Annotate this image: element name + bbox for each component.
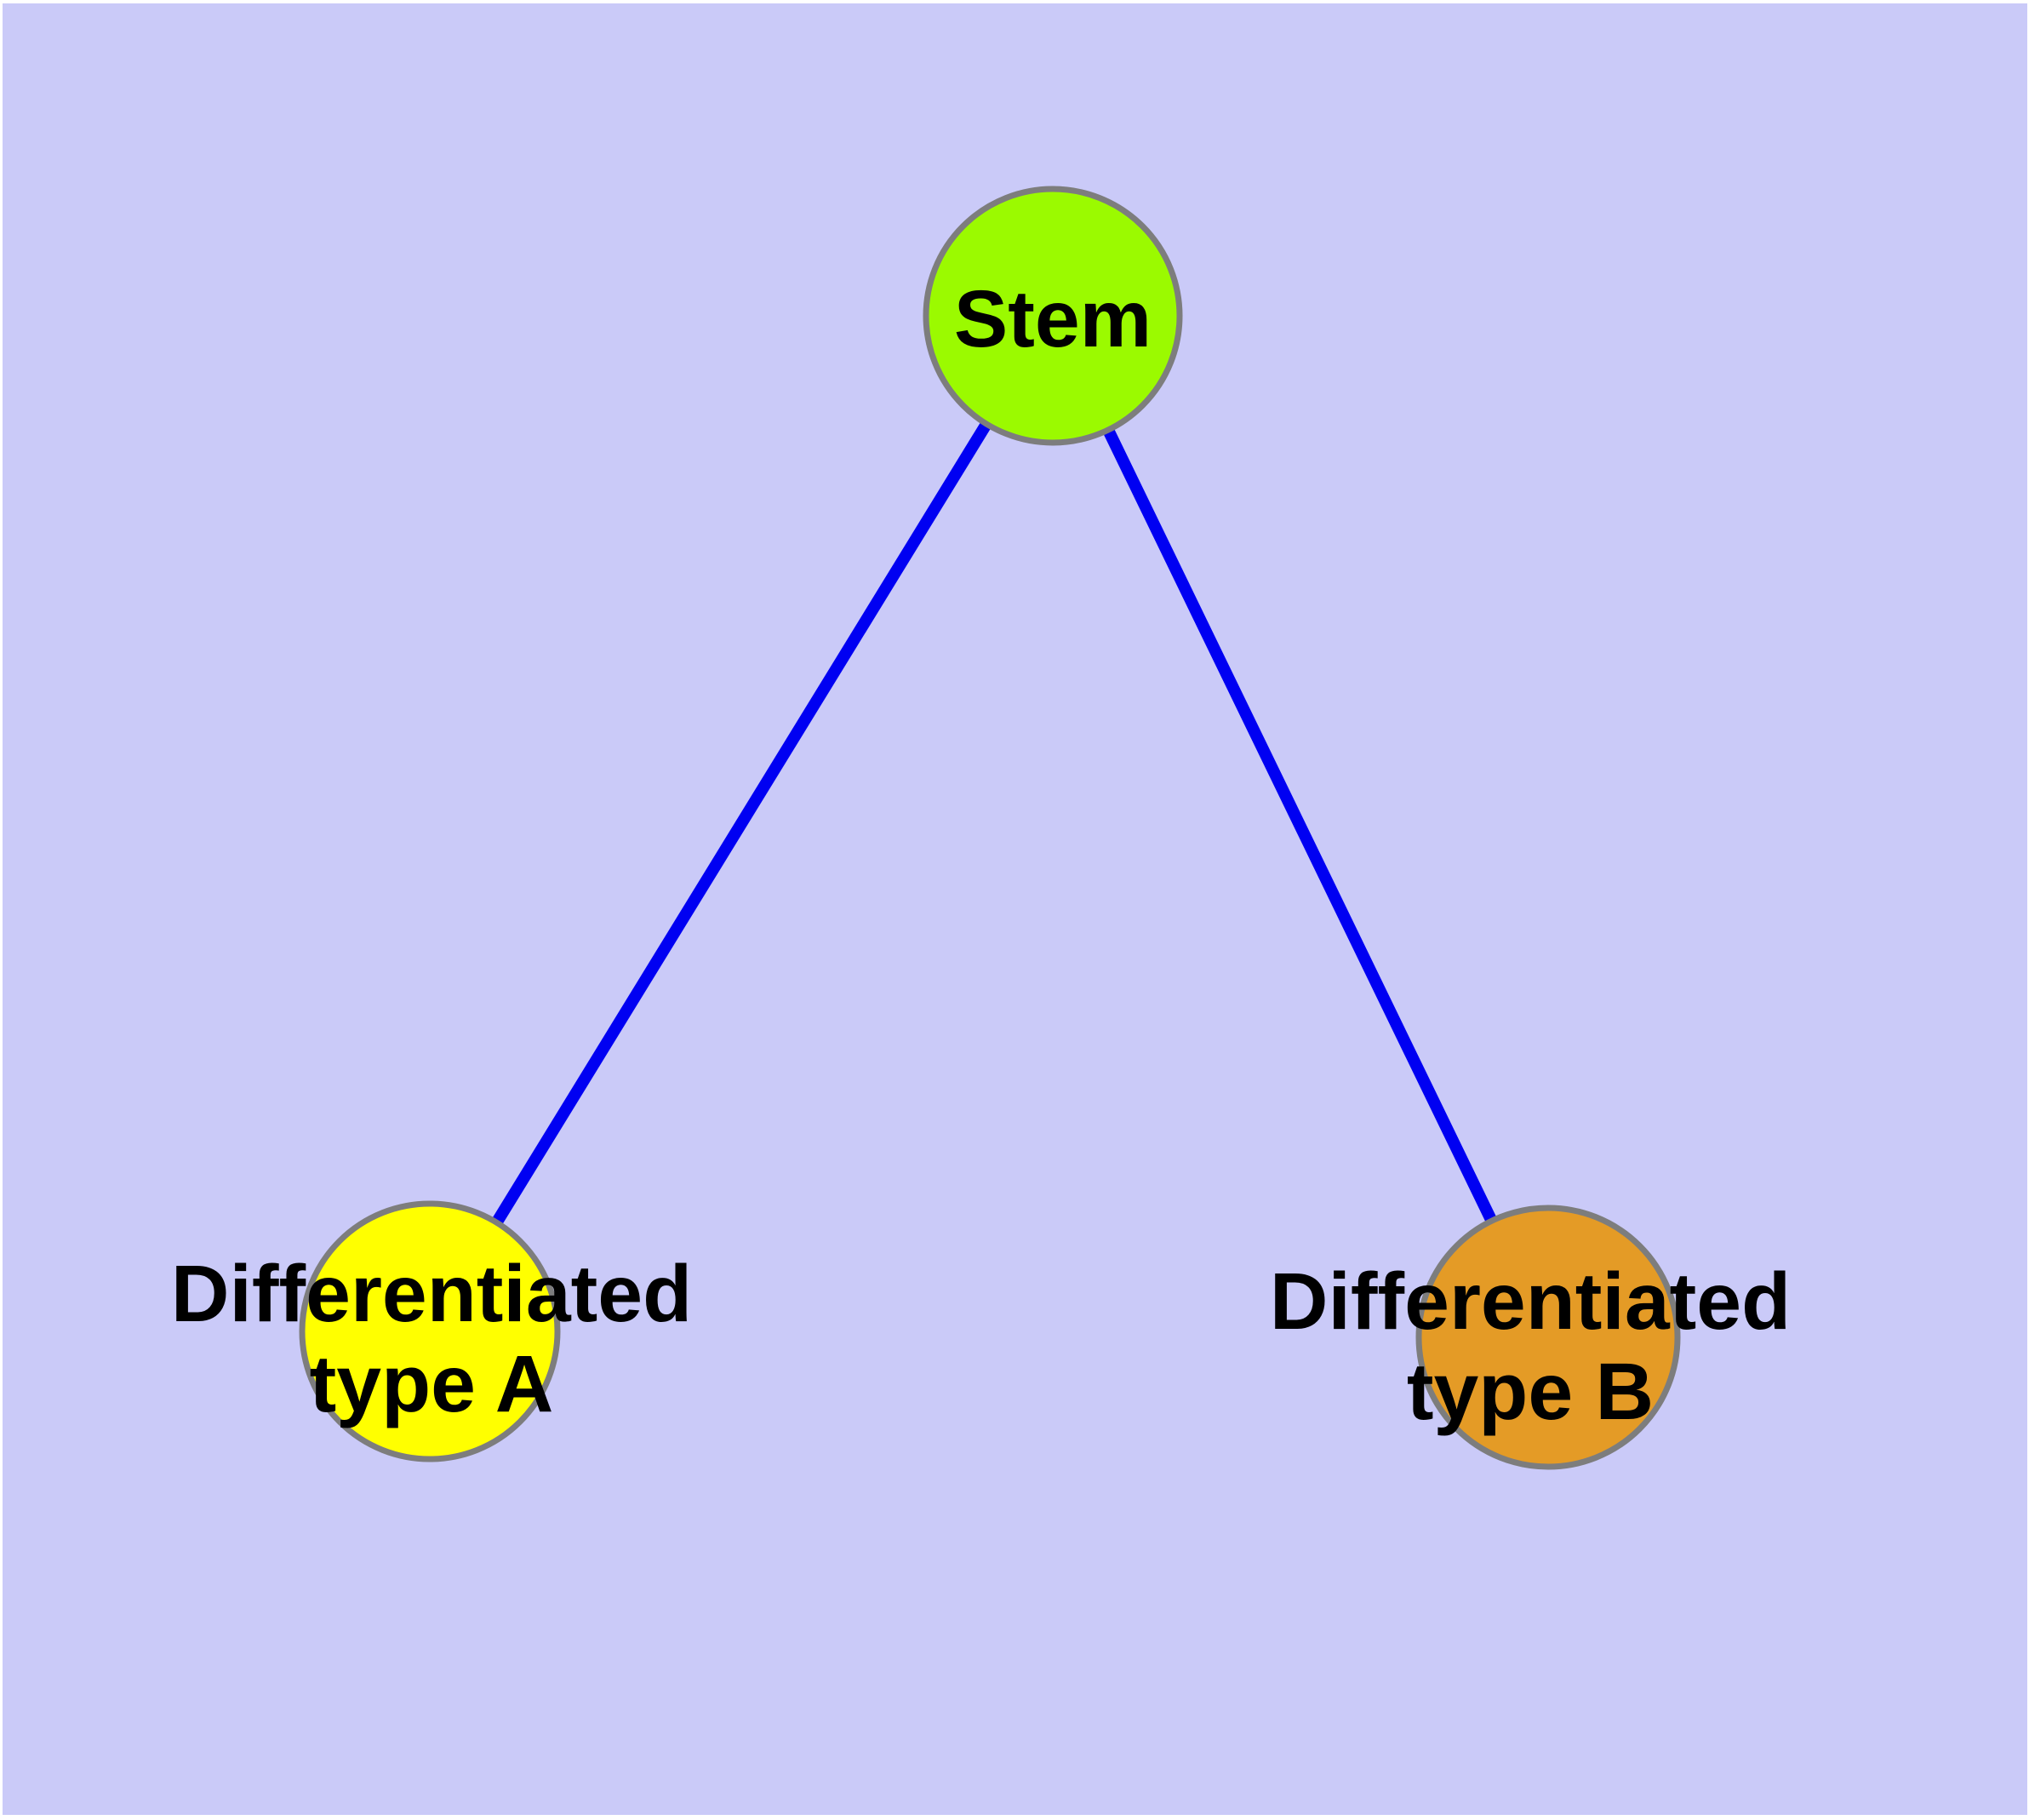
node-stem-label: Stem [954,274,1152,364]
node-differentiated-type-a-label-line-2: type A [310,1339,554,1429]
node-differentiated-type-b-label-line-2: type B [1407,1347,1654,1437]
node-differentiated-type-b-label-line-1: Differentiated [1270,1256,1791,1347]
node-stem-label-line-1: Stem [954,274,1152,364]
edge-stem-to-differentiated-type-b [1047,312,1554,1341]
node-differentiated-type-a-label-line-1: Differentiated [171,1249,692,1339]
node-differentiated-type-a-circle [299,1200,561,1462]
node-differentiated-type-b-circle [1415,1205,1681,1470]
edge-stem-to-differentiated-type-a [425,312,1058,1335]
node-stem-circle [923,186,1183,446]
